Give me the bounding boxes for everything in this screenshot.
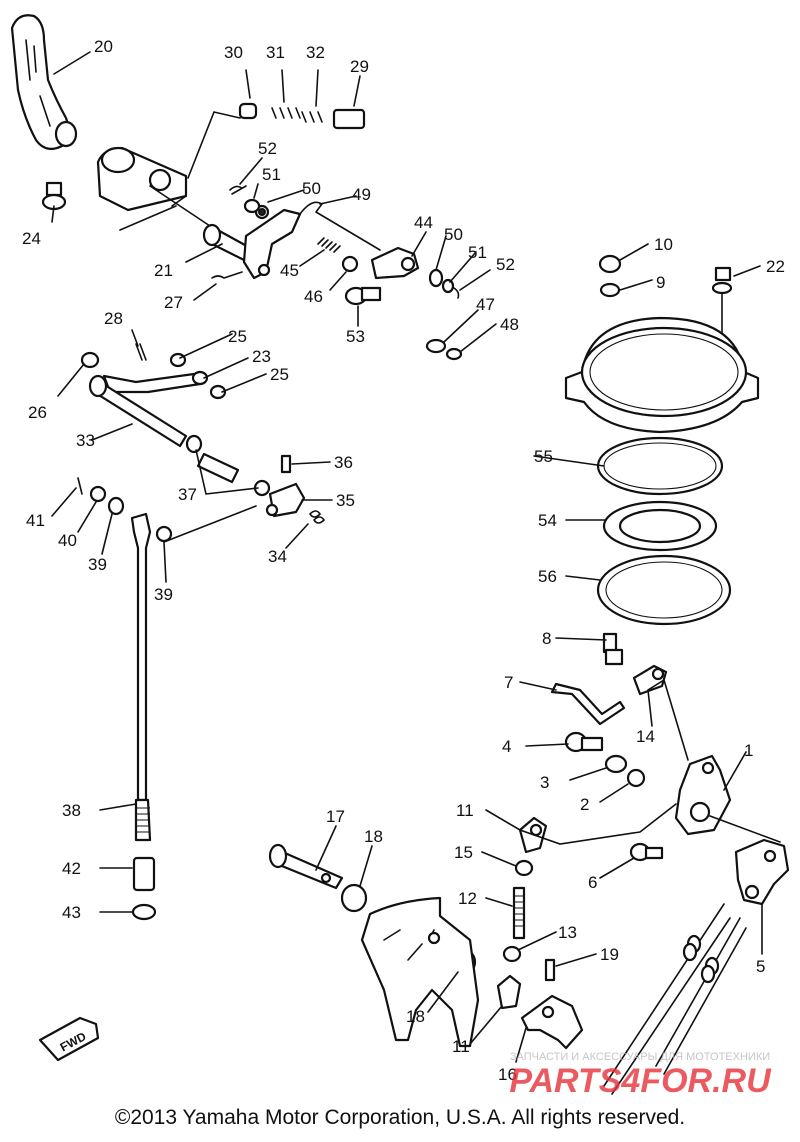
callout-41: 41 [26, 511, 45, 530]
callout-43: 43 [62, 903, 81, 922]
callout-29: 29 [350, 57, 369, 76]
copyright-notice: ©2013 Yamaha Motor Corporation, U.S.A. A… [114, 1106, 686, 1129]
callout-15: 15 [454, 843, 473, 862]
callout-16: 16 [498, 1065, 517, 1084]
callout-6: 6 [588, 873, 597, 892]
callout-25-upper: 25 [228, 327, 247, 346]
callout-31: 31 [266, 43, 285, 62]
callout-28: 28 [104, 309, 123, 328]
callout-55: 55 [534, 447, 553, 466]
watermark-brand: PARTS4FOR.RU [509, 1062, 772, 1100]
callout-35: 35 [336, 491, 355, 510]
callout-36: 36 [334, 453, 353, 472]
callout-46: 46 [304, 287, 323, 306]
callout-13: 13 [558, 923, 577, 942]
callout-40: 40 [58, 531, 77, 550]
callout-11-lower: 11 [452, 1037, 470, 1056]
callout-18-lower: 18 [406, 1007, 425, 1026]
callout-12: 12 [458, 889, 477, 908]
callout-42: 42 [62, 859, 81, 878]
callout-39-left: 39 [88, 555, 107, 574]
callout-50-upper: 50 [302, 179, 321, 198]
callout-23: 23 [252, 347, 271, 366]
callout-54: 54 [538, 511, 557, 530]
callout-7: 7 [504, 673, 513, 692]
callout-45: 45 [280, 261, 299, 280]
callout-47: 47 [476, 295, 495, 314]
callout-56: 56 [538, 567, 557, 586]
callout-22: 22 [766, 257, 785, 276]
callout-10: 10 [654, 235, 673, 254]
callout-53: 53 [346, 327, 365, 346]
callout-38: 38 [62, 801, 81, 820]
callout-1: 1 [744, 741, 753, 760]
callout-11-upper: 11 [456, 801, 474, 820]
callout-3: 3 [540, 773, 549, 792]
callout-30: 30 [224, 43, 243, 62]
callout-4: 4 [502, 737, 511, 756]
watermark: ЗАПЧАСТИ И АКСЕССУАРЫ ДЛЯ МОТОТЕХНИКИ PA… [509, 1051, 772, 1100]
callout-14: 14 [636, 727, 655, 746]
callout-44: 44 [414, 213, 433, 232]
watermark-tagline: ЗАПЧАСТИ И АКСЕССУАРЫ ДЛЯ МОТОТЕХНИКИ [510, 1051, 770, 1063]
callout-27: 27 [164, 293, 183, 312]
callout-18-upper: 18 [364, 827, 383, 846]
callout-51-lower: 51 [468, 243, 487, 262]
part-drawings [10, 14, 790, 1095]
callout-52-lower: 52 [496, 255, 515, 274]
callout-9: 9 [656, 273, 665, 292]
callout-39-right: 39 [154, 585, 173, 604]
callout-2: 2 [580, 795, 589, 814]
callout-50-lower: 50 [444, 225, 463, 244]
callout-48: 48 [500, 315, 519, 334]
callout-24: 24 [22, 229, 41, 248]
callout-32: 32 [306, 43, 325, 62]
callout-8: 8 [542, 629, 551, 648]
callout-52-upper: 52 [258, 139, 277, 158]
callout-51-upper: 51 [262, 165, 281, 184]
callout-37: 37 [178, 485, 197, 504]
callout-labels: 1 2 3 4 5 6 7 8 9 10 11 11 12 13 14 15 1… [22, 37, 785, 1084]
callout-33: 33 [76, 431, 95, 450]
callout-20: 20 [94, 37, 113, 56]
callout-34: 34 [268, 547, 287, 566]
callout-5: 5 [756, 957, 765, 976]
callout-19: 19 [600, 945, 619, 964]
callout-21: 21 [154, 261, 173, 280]
callout-25-lower: 25 [270, 365, 289, 384]
callout-49: 49 [352, 185, 371, 204]
callout-26: 26 [28, 403, 47, 422]
leader-lines [51, 51, 763, 1063]
callout-17: 17 [326, 807, 345, 826]
